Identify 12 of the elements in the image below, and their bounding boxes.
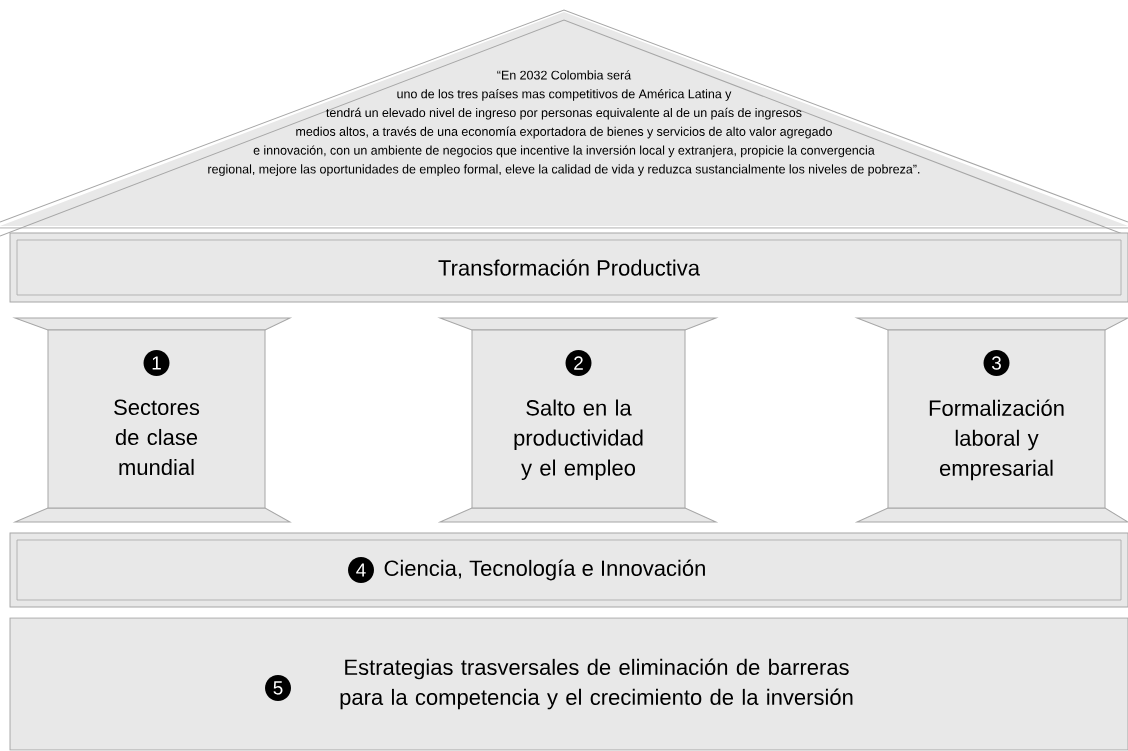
number-badge: 3 [983, 350, 1010, 376]
pillar: 1 Sectores de clase mundial [14, 317, 291, 523]
beam-band: 4 Ciencia, Tecnología e Innovación [9, 532, 1128, 608]
number-badge: 5 [265, 675, 291, 701]
number-badge: 4 [348, 557, 374, 583]
number-badge: 2 [565, 350, 592, 376]
number-badge: 1 [143, 350, 170, 376]
pillar: 3 Formalización laboral y empresarial [856, 317, 1128, 523]
base-block: 5 Estrategias trasversales de eliminación de barreras para la competencia y el crecimiento de la inversión [9, 617, 1128, 751]
beam-band: Transformación Productiva [9, 232, 1128, 303]
roof: “En 2032 Colombia será uno de los tres países mas competitivos de América Latina y tendrá un elevado nivel de ingreso por personas equivalente al de un país de ingresos medios altos, a través de una economía exportadora de bienes y servicios de alto valor agregado e innovación, con un ambiente de negocios que incentive la inversión local y extranjera, propicie la convergencia regional, mejore las oportunidades de empleo formal, eleve la calidad de vida y reduzca sustancialmente los niveles de pobreza”. [0, 9, 1128, 237]
pillar: 2 Salto en la productividad y el empleo [439, 317, 717, 523]
